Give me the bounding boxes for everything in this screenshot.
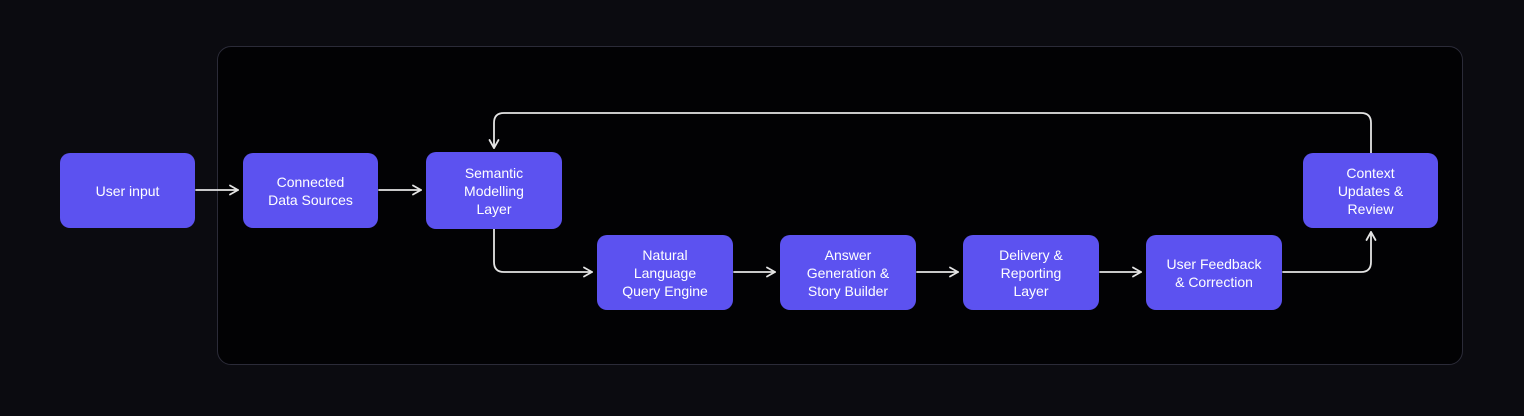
node-semantic-modelling-layer-label: Semantic Modelling Layer <box>464 164 524 217</box>
node-natural-language-query-engine: Natural Language Query Engine <box>597 235 733 310</box>
node-user-feedback-correction: User Feedback & Correction <box>1146 235 1282 310</box>
node-delivery-reporting-layer-label: Delivery & Reporting Layer <box>999 246 1063 299</box>
node-answer-generation-story-builder-label: Answer Generation & Story Builder <box>806 246 890 299</box>
node-connected-data-sources: Connected Data Sources <box>243 153 378 228</box>
node-answer-generation-story-builder: Answer Generation & Story Builder <box>780 235 916 310</box>
node-delivery-reporting-layer: Delivery & Reporting Layer <box>963 235 1099 310</box>
node-user-input: User input <box>60 153 195 228</box>
node-natural-language-query-engine-label: Natural Language Query Engine <box>622 246 708 299</box>
node-context-updates-review: Context Updates & Review <box>1303 153 1438 228</box>
node-context-updates-review-label: Context Updates & Review <box>1337 164 1404 217</box>
node-user-feedback-correction-label: User Feedback & Correction <box>1166 255 1262 290</box>
node-connected-data-sources-label: Connected Data Sources <box>268 173 353 208</box>
pipeline-panel <box>217 46 1463 365</box>
node-user-input-label: User input <box>95 182 160 199</box>
node-semantic-modelling-layer: Semantic Modelling Layer <box>426 152 562 229</box>
